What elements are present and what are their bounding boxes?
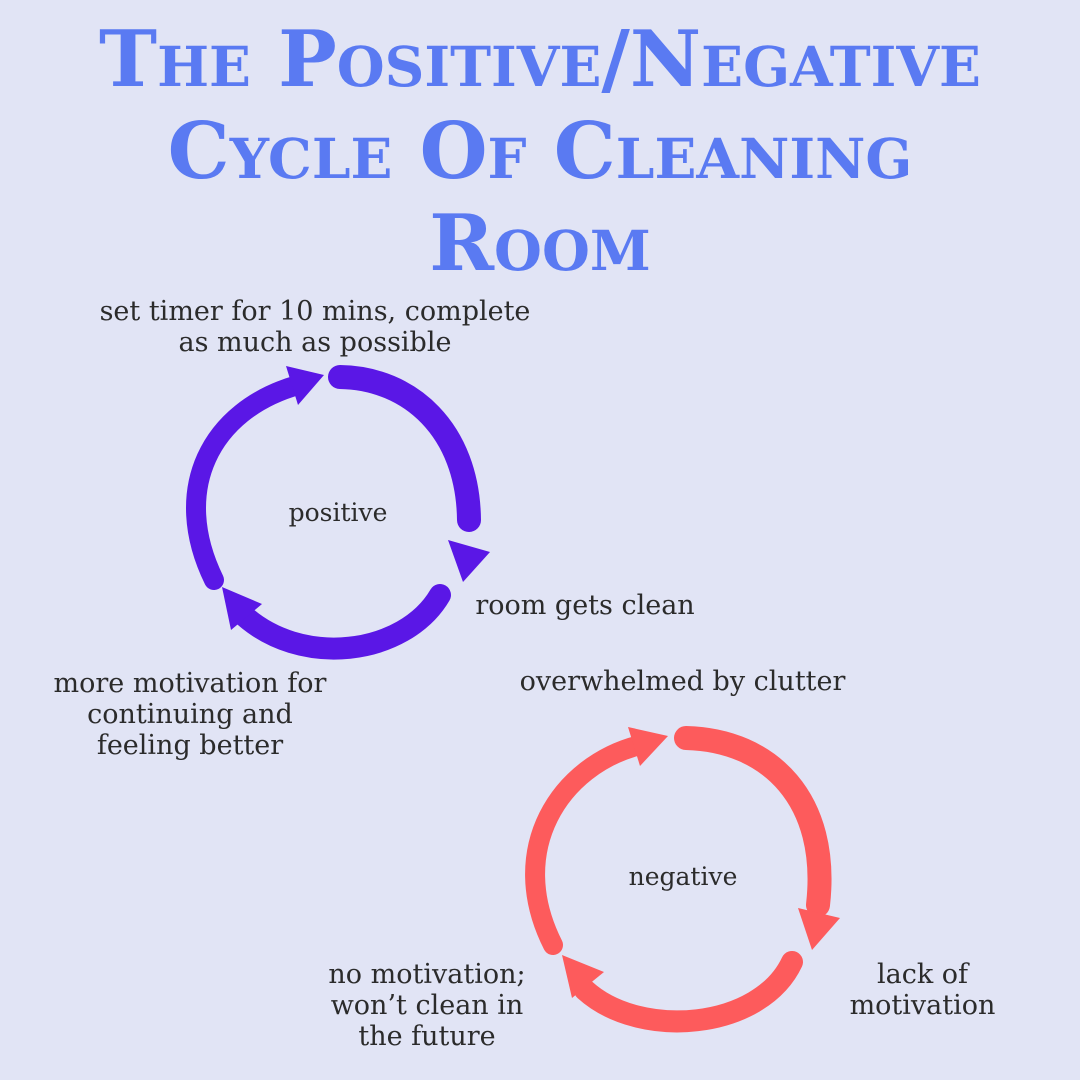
negative-arrow-top-to-right <box>674 726 832 917</box>
negative-arrowhead-top <box>628 727 668 766</box>
positive-arrow-top-to-right <box>328 365 481 532</box>
negative-step-2-text: lack of motivation <box>849 959 996 1021</box>
title-line-2: Cycle Of Cleaning <box>167 106 913 197</box>
positive-arrowhead-right <box>448 540 490 582</box>
positive-step-2: room gets clean <box>470 590 700 621</box>
positive-step-1-text: set timer for 10 mins, complete as much … <box>99 296 531 358</box>
title-line-1: The Positive/Negative <box>99 14 981 105</box>
positive-arrow-left-to-top <box>186 375 308 590</box>
negative-step-3: no motivation; won’t clean in the future <box>318 959 536 1052</box>
title-line-3: Room <box>429 198 651 289</box>
negative-arrow-right-to-left <box>574 951 803 1033</box>
positive-step-3-text: more motivation for continuing and feeli… <box>53 668 327 761</box>
negative-step-3-text: no motivation; won’t clean in the future <box>328 959 526 1052</box>
negative-arrowhead-right <box>798 908 840 950</box>
negative-step-2: lack of motivation <box>830 959 1015 1021</box>
negative-arrow-left-to-top <box>525 735 650 955</box>
positive-arrow-right-to-left <box>229 584 451 660</box>
page-title: The Positive/Negative Cycle Of Cleaning … <box>0 14 1080 290</box>
positive-step-2-text: room gets clean <box>475 590 695 621</box>
positive-cycle-label: positive <box>288 498 388 527</box>
negative-arrowhead-left <box>562 955 604 998</box>
positive-step-1: set timer for 10 mins, complete as much … <box>95 296 535 358</box>
negative-step-1: overwhelmed by clutter <box>510 666 855 697</box>
positive-arrowhead-top <box>286 366 324 405</box>
negative-cycle-label: negative <box>628 862 738 891</box>
positive-arrowhead-left <box>222 587 262 630</box>
negative-step-1-text: overwhelmed by clutter <box>519 666 846 697</box>
positive-step-3: more motivation for continuing and feeli… <box>45 668 335 761</box>
